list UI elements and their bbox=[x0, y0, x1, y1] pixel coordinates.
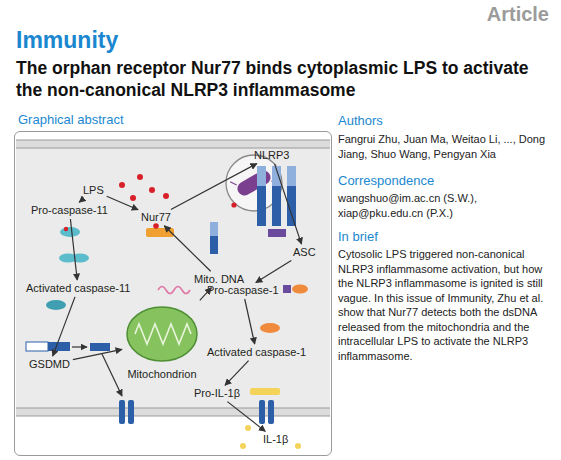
nlrp3-oligomer bbox=[257, 186, 266, 226]
arrow-connector bbox=[107, 196, 138, 210]
arrow-connector bbox=[275, 164, 302, 244]
section-heading: Authors bbox=[338, 113, 383, 128]
mito-dna-icon bbox=[158, 287, 190, 294]
mitochondrion-node: Mitochondrion bbox=[123, 301, 201, 381]
molecule-label-text: IL-1β bbox=[263, 433, 288, 446]
correspondence-emails: wangshuo@im.ac.cn (S.W.), xiap@pku.edu.c… bbox=[338, 191, 554, 220]
author-list: Fangrui Zhu, Juan Ma, Weitao Li, ..., Do… bbox=[338, 132, 554, 161]
activated-caspase-11-icon bbox=[46, 300, 66, 310]
pro-il-1b-icon bbox=[250, 388, 280, 395]
gsdmd-c-term bbox=[26, 342, 48, 351]
molecule-label: Mitochondrion bbox=[123, 368, 201, 381]
bacterium bbox=[230, 161, 279, 204]
lps-dot bbox=[119, 182, 125, 188]
mitochondrion-cristae bbox=[135, 324, 191, 344]
arrow-connector bbox=[227, 402, 265, 432]
molecule-label: ASC bbox=[291, 245, 318, 260]
mitochondrion-outer bbox=[127, 307, 197, 361]
nlrp3-oligomer bbox=[287, 166, 296, 186]
pro-caspase-1-icon bbox=[292, 285, 308, 294]
arrow-connector bbox=[53, 297, 75, 356]
gsdmd-n-term bbox=[48, 342, 70, 351]
asc-icon bbox=[268, 229, 286, 237]
molecule-label-text: Pro-caspase-11 bbox=[31, 204, 108, 217]
gsdmd-pore bbox=[268, 400, 274, 424]
arrow-connector bbox=[171, 164, 257, 210]
molecule-label-text: NLRP3 bbox=[254, 149, 289, 162]
molecule-label-text: Nur77 bbox=[141, 211, 171, 224]
mitochondrion-icon bbox=[123, 301, 201, 367]
molecule-label: Activated caspase-11 bbox=[24, 281, 132, 296]
nlrp3-oligomer bbox=[272, 166, 281, 186]
nlrp3-monomer bbox=[210, 222, 218, 236]
gsdmd-pore bbox=[128, 400, 134, 424]
lps-dot bbox=[231, 202, 236, 207]
arrow-connector bbox=[70, 219, 77, 280]
nlrp3-oligomer bbox=[272, 186, 281, 226]
molecule-label-text: ASC bbox=[293, 246, 316, 259]
molecule-label: Pro-IL-1β bbox=[192, 386, 242, 401]
section-heading: Correspondence bbox=[338, 173, 434, 188]
membrane-line bbox=[16, 415, 330, 416]
molecule-label: NLRP3 bbox=[252, 148, 291, 163]
molecule-label: Activated caspase-1 bbox=[205, 345, 308, 360]
molecule-label-text: Pro-caspase-1 bbox=[207, 284, 279, 297]
section-heading: In brief bbox=[338, 229, 378, 244]
cytoplasm bbox=[16, 144, 330, 412]
membrane-line bbox=[16, 139, 330, 140]
gsdmd-fragment bbox=[90, 343, 110, 351]
nlrp3-monomer bbox=[210, 236, 218, 254]
molecule-label-text: GSDMD bbox=[29, 358, 70, 371]
membrane bbox=[16, 408, 330, 416]
molecule-label-text: Activated caspase-1 bbox=[207, 346, 306, 359]
pro-caspase-11-icon bbox=[60, 227, 80, 237]
journal-name: Immunity bbox=[16, 27, 118, 54]
in-brief-text: Cytosolic LPS triggered non-canonical NL… bbox=[338, 247, 554, 363]
lps-dot bbox=[137, 174, 143, 180]
cleavage-arrow bbox=[72, 346, 87, 347]
lps-dot bbox=[64, 227, 68, 231]
il-1b-dot bbox=[245, 425, 251, 431]
lps-dot bbox=[149, 187, 155, 193]
nlrp3-oligomer bbox=[257, 166, 266, 186]
membrane bbox=[16, 140, 330, 148]
molecule-label: Nur77 bbox=[139, 210, 173, 225]
nur77-icon bbox=[146, 228, 174, 237]
arrow-connector bbox=[164, 226, 210, 272]
molecule-label-text: Activated caspase-11 bbox=[26, 282, 130, 295]
bacterium-body bbox=[235, 168, 273, 198]
pro-caspase-1-icon bbox=[283, 285, 291, 293]
membrane-line bbox=[16, 407, 330, 408]
article-type: Article bbox=[487, 3, 549, 26]
arrow-connector bbox=[256, 261, 291, 283]
abstract-panel: Graphical abstractLPSPro-caspase-11Activ… bbox=[14, 131, 332, 456]
arrow-connector bbox=[225, 361, 249, 386]
il-1b-dot bbox=[240, 443, 246, 449]
arrow-connector bbox=[245, 299, 255, 344]
arrow-connector bbox=[73, 349, 122, 359]
il-1b-dot bbox=[295, 443, 301, 449]
gsdmd-pore bbox=[119, 400, 125, 424]
lps-dot bbox=[153, 223, 159, 229]
caspase-11-dimer bbox=[71, 254, 89, 263]
membrane-line bbox=[16, 147, 330, 148]
paper-title: The orphan receptor Nur77 binds cytoplas… bbox=[16, 57, 556, 101]
pore-arrow bbox=[102, 354, 122, 396]
molecule-label: Pro-caspase-11 bbox=[29, 203, 110, 218]
pilus bbox=[230, 180, 236, 187]
molecule-label: LPS bbox=[81, 183, 106, 198]
lps-dot bbox=[130, 195, 136, 201]
gsdmd-pore bbox=[259, 400, 265, 424]
arrow-connector bbox=[79, 199, 83, 203]
molecule-label: Pro-caspase-1 bbox=[205, 283, 281, 298]
molecule-label-text: LPS bbox=[83, 184, 104, 197]
molecule-label: IL-1β bbox=[261, 432, 290, 447]
nlrp3-oligomer bbox=[287, 186, 296, 226]
panel-heading: Graphical abstract bbox=[18, 112, 124, 127]
activated-caspase-1-icon bbox=[260, 323, 280, 333]
lps-dot bbox=[163, 193, 169, 199]
molecule-label: GSDMD bbox=[27, 357, 72, 372]
molecule-label-text: Pro-IL-1β bbox=[194, 387, 240, 400]
